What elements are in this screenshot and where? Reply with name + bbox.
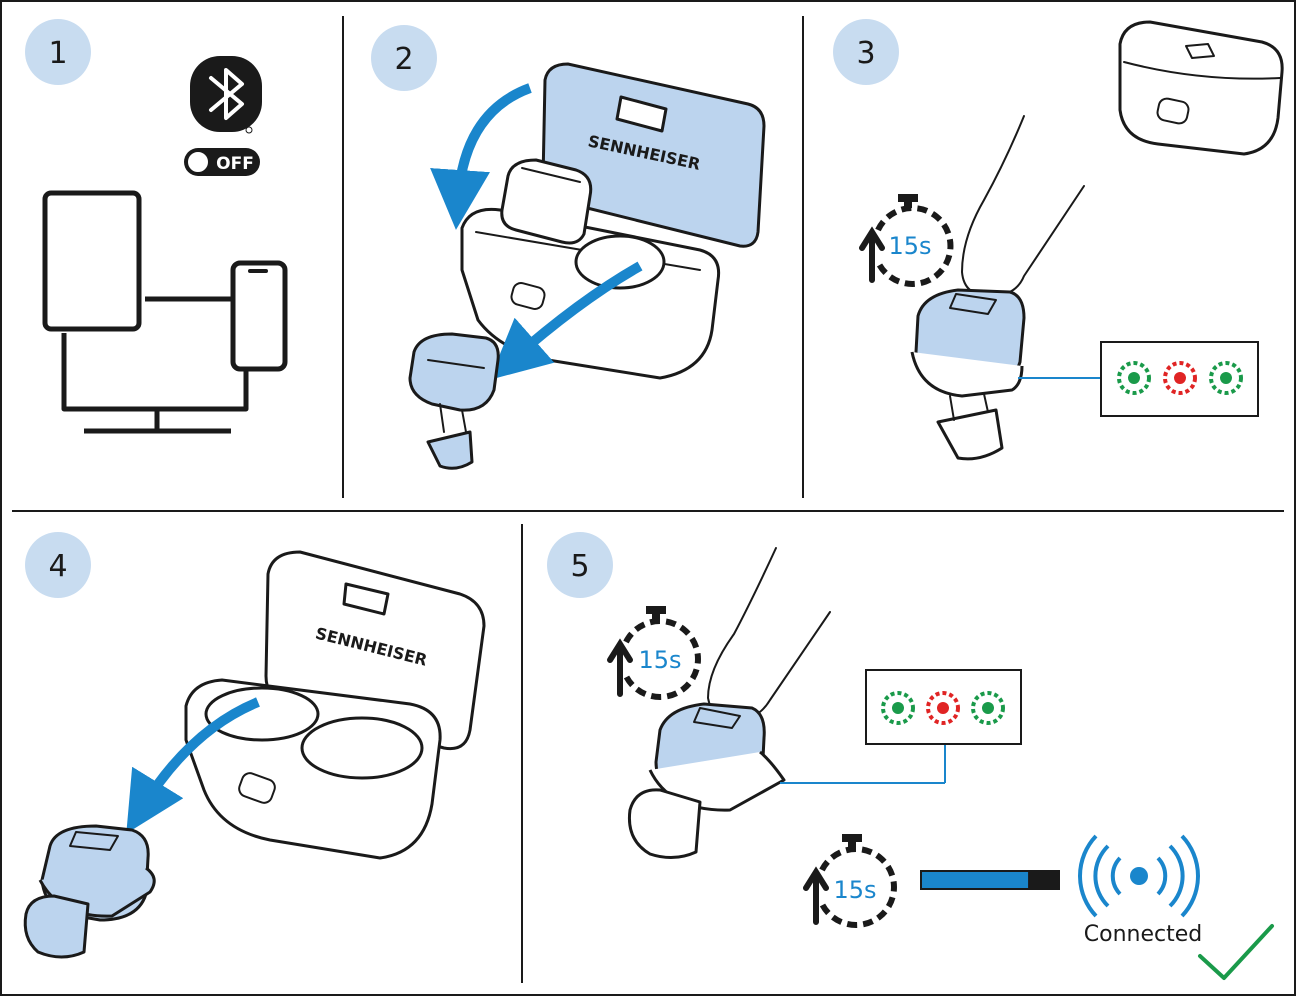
earbud-icon [23, 824, 156, 959]
step-3-number: 3 [856, 36, 875, 71]
arrow-icon [126, 697, 260, 834]
arrow-icon [430, 83, 532, 230]
charging-case-icon [1118, 20, 1284, 156]
step-1-number: 1 [48, 36, 67, 71]
monitor-icon [61, 296, 249, 434]
stopwatch-icon: 15s [859, 194, 954, 287]
earbud-icon [627, 702, 786, 859]
led-indicator-icon [1100, 341, 1259, 417]
progress-fill [922, 872, 1029, 888]
toggle-switch-icon: OFF [184, 148, 260, 176]
timer-label: 15s [833, 876, 876, 904]
step-5-number: 5 [570, 549, 589, 584]
stopwatch-icon: 15s [607, 606, 701, 700]
progress-bar [920, 870, 1060, 890]
step-3-badge: 3 [833, 19, 899, 85]
arrow-icon [489, 261, 643, 380]
smartphone-icon [230, 260, 288, 372]
bluetooth-icon [190, 56, 262, 134]
toggle-off-label: OFF [216, 154, 254, 174]
charging-case-icon: SENNHEISER [184, 550, 486, 860]
timer-label: 15s [638, 646, 681, 674]
step-2-badge: 2 [371, 25, 437, 91]
step-4-badge: 4 [25, 532, 91, 598]
finger-icon [707, 547, 831, 721]
stopwatch-icon: 15s [803, 834, 897, 928]
connected-status: Connected [1084, 922, 1202, 947]
step-4-number: 4 [48, 549, 67, 584]
led-indicator-icon [865, 669, 1022, 745]
checkmark-icon [1198, 924, 1274, 980]
charging-case-icon: SENNHEISER [460, 62, 766, 380]
step-1-badge: 1 [25, 19, 91, 85]
step-5-badge: 5 [547, 532, 613, 598]
finger-icon [961, 115, 1085, 297]
timer-label: 15s [888, 232, 931, 260]
earbud-icon [408, 332, 500, 470]
tablet-icon [42, 190, 142, 332]
step-2-number: 2 [394, 42, 413, 77]
earbud-icon [910, 288, 1026, 461]
broadcast-icon [1078, 834, 1200, 918]
